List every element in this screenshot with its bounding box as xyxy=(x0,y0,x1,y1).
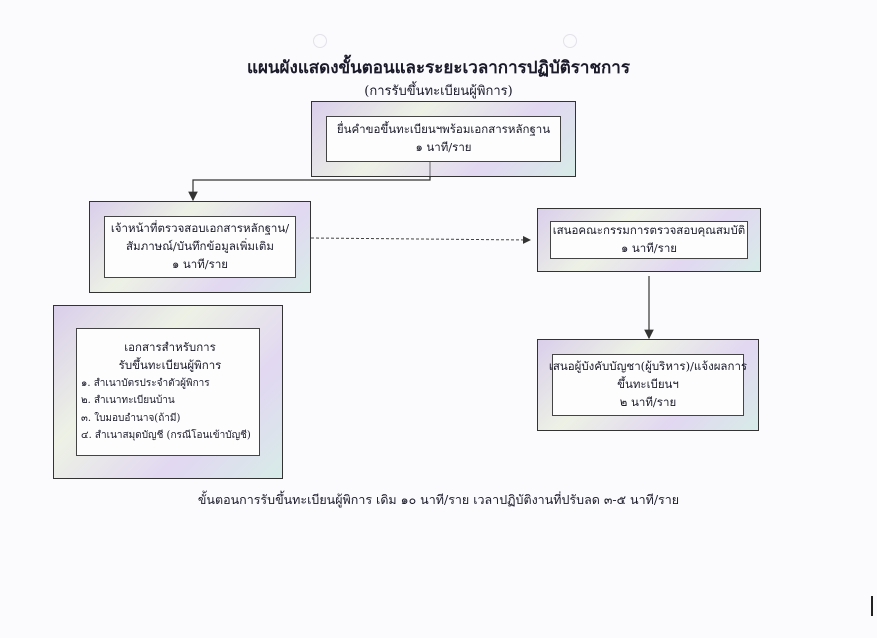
step-approve-text-2: ขึ้นทะเบียนฯ xyxy=(617,377,679,392)
step-approve-content: เสนอผู้บังคับบัญชา(ผู้บริหาร)/แจ้งผลการ … xyxy=(548,354,748,416)
step-submit-box: ยื่นคำขอขึ้นทะเบียนฯพร้อมเอกสารหลักฐาน ๑… xyxy=(311,101,576,177)
arrow-verify-to-committee xyxy=(310,235,531,244)
scan-edge-mark xyxy=(871,596,873,616)
step-submit-text: ยื่นคำขอขึ้นทะเบียนฯพร้อมเอกสารหลักฐาน xyxy=(336,122,551,137)
step-approve-text-1: เสนอผู้บังคับบัญชา(ผู้บริหาร)/แจ้งผลการ xyxy=(548,359,748,374)
arrow-submit-to-verify xyxy=(188,176,431,202)
step-committee-content: เสนอคณะกรรมการตรวจสอบคุณสมบัติ ๑ นาที/รา… xyxy=(550,221,748,259)
step-submit-content: ยื่นคำขอขึ้นทะเบียนฯพร้อมเอกสารหลักฐาน ๑… xyxy=(326,116,561,162)
step-verify-text-2: สัมภาษณ์/บันทึกข้อมูลเพิ่มเติม xyxy=(126,239,274,254)
footer-summary: ขั้นตอนการรับขึ้นทะเบียนผู้พิการ เดิม ๑๐… xyxy=(197,492,680,507)
step-verify-content: เจ้าหน้าที่ตรวจสอบเอกสารหลักฐาน/ สัมภาษณ… xyxy=(104,216,296,278)
step-verify-time: ๑ นาที/ราย xyxy=(171,256,229,271)
documents-item-4: ๔. สำเนาสมุดบัญชี (กรณีโอนเข้าบัญชี) xyxy=(81,430,251,442)
page-subtitle: (การรับขึ้นทะเบียนผู้พิการ) xyxy=(364,84,513,99)
documents-heading-2: รับขึ้นทะเบียนผู้พิการ xyxy=(118,358,222,372)
documents-item-2: ๒. สำเนาทะเบียนบ้าน xyxy=(81,395,175,407)
documents-item-3: ๓. ใบมอบอำนาจ(ถ้ามี) xyxy=(81,412,181,424)
documents-heading-1: เอกสารสำหรับการ xyxy=(124,340,216,355)
punch-hole-left xyxy=(313,34,327,48)
step-committee-box: เสนอคณะกรรมการตรวจสอบคุณสมบัติ ๑ นาที/รา… xyxy=(537,208,761,272)
punch-hole-right xyxy=(563,34,577,48)
step-verify-text-1: เจ้าหน้าที่ตรวจสอบเอกสารหลักฐาน/ xyxy=(110,221,290,236)
step-approve-box: เสนอผู้บังคับบัญชา(ผู้บริหาร)/แจ้งผลการ … xyxy=(537,339,759,431)
step-committee-time: ๑ นาที/ราย xyxy=(620,241,678,255)
page-title: แผนผังแสดงขั้นตอนและระยะเวลาการปฏิบัติรา… xyxy=(247,58,630,78)
documents-box: เอกสารสำหรับการ รับขึ้นทะเบียนผู้พิการ ๑… xyxy=(53,305,283,479)
step-submit-time: ๑ นาที/ราย xyxy=(415,140,472,154)
step-approve-time: ๒ นาที/ราย xyxy=(619,394,677,409)
step-verify-box: เจ้าหน้าที่ตรวจสอบเอกสารหลักฐาน/ สัมภาษณ… xyxy=(89,201,311,293)
documents-item-1: ๑. สำเนาบัตรประจำตัวผู้พิการ xyxy=(81,377,210,389)
documents-content: เอกสารสำหรับการ รับขึ้นทะเบียนผู้พิการ ๑… xyxy=(76,328,260,456)
step-committee-text: เสนอคณะกรรมการตรวจสอบคุณสมบัติ xyxy=(552,223,746,238)
